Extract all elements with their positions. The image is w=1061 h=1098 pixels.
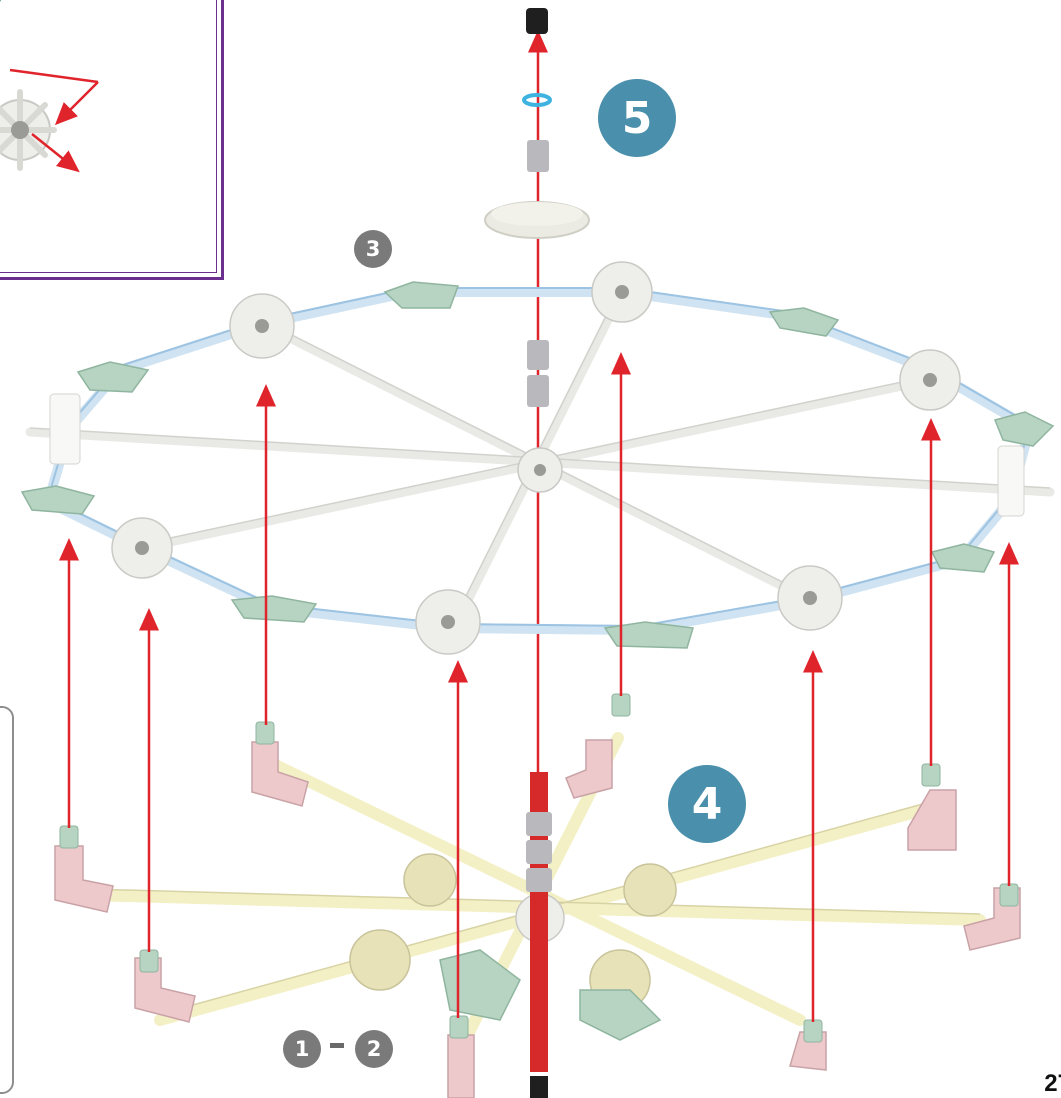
end-cap-top [526,8,548,34]
lower-base [54,693,1021,1098]
end-cap-bottom [530,1076,548,1098]
page-number: 27 [1044,1070,1061,1097]
gray-spacer [527,375,549,407]
step-1-badge: 1 [283,1030,321,1068]
arrow-up-icon [54,81,99,126]
wheel-connector-icon [484,201,590,239]
step-2-badge: 2 [355,1030,393,1068]
inset-wheel-detail [0,0,99,173]
arrow-up-icon [31,133,80,173]
step-5-badge: 5 [598,79,676,157]
blue-spacer [522,93,552,107]
corner-connector-icon [54,739,1021,1098]
step-range-separator [330,1043,344,1048]
gray-spacer [527,140,549,172]
assembly-arrows [59,352,1019,1022]
wheel-connector-icon [49,261,1025,655]
step-3-badge: 3 [354,230,392,268]
inset-arrow-line [9,68,99,84]
step-4-badge: 4 [668,765,746,843]
inset-green-piece [0,0,1,2]
gray-spacer [527,340,549,370]
upper-ring [20,261,1055,655]
